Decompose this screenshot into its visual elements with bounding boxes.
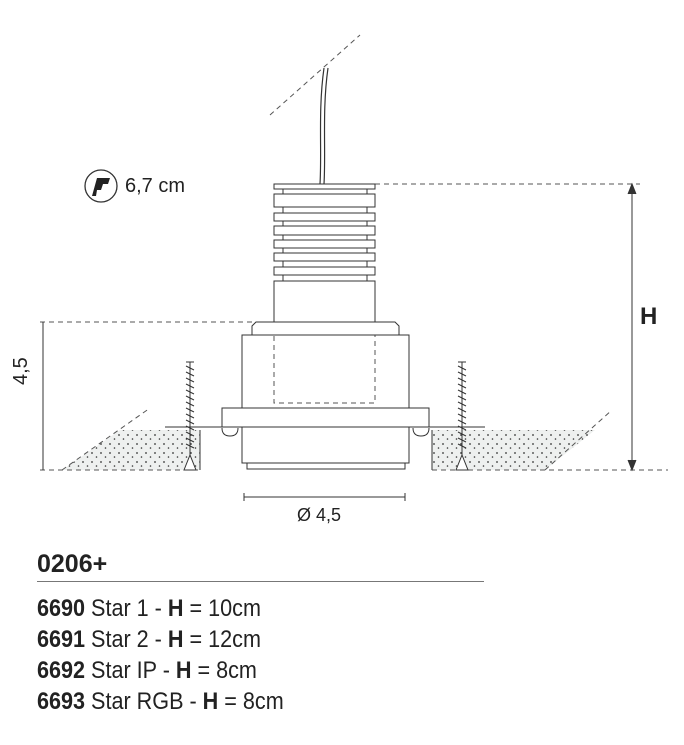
variant-code: 6690 [37,595,86,622]
variant-row: 6690 Star 1 - H = 10cm [37,593,284,624]
variant-h: H [175,657,192,684]
variant-row: 6691 Star 2 - H = 12cm [37,624,284,655]
variant-value: = 10cm [189,595,261,622]
cutout-icon [84,169,118,203]
variant-name: Star 2 - [91,626,162,653]
divider [37,581,484,582]
variant-code: 6692 [37,657,86,684]
variant-name: Star RGB - [91,688,197,715]
height-label: H [640,303,658,330]
variant-h: H [167,626,184,653]
variant-value: = 12cm [189,626,261,653]
variant-list: 6690 Star 1 - H = 10cm 6691 Star 2 - H =… [37,593,284,717]
cutout-label: 6,7 cm [125,175,186,197]
flange [221,407,430,428]
variant-name: Star 1 - [91,595,162,622]
variant-name: Star IP - [91,657,170,684]
collar [251,321,400,336]
diameter-label: Ø 4,5 [297,505,342,525]
ceiling-right [432,430,595,470]
variant-row: 6693 Star RGB - H = 8cm [37,686,284,717]
variant-h: H [202,688,219,715]
housing [241,334,410,409]
recess-label: 4,5 [10,357,32,385]
variant-value: = 8cm [197,657,257,684]
variant-code: 6693 [37,688,86,715]
screw-right [455,361,469,471]
screw-left [183,361,197,471]
variant-code: 6691 [37,626,86,653]
variant-row: 6692 Star IP - H = 8cm [37,655,284,686]
product-code: 0206+ [37,550,108,578]
variant-value: = 8cm [224,688,284,715]
heatsink [273,183,376,323]
cable [319,67,325,185]
ceiling-left [62,430,200,470]
variant-h: H [167,595,184,622]
